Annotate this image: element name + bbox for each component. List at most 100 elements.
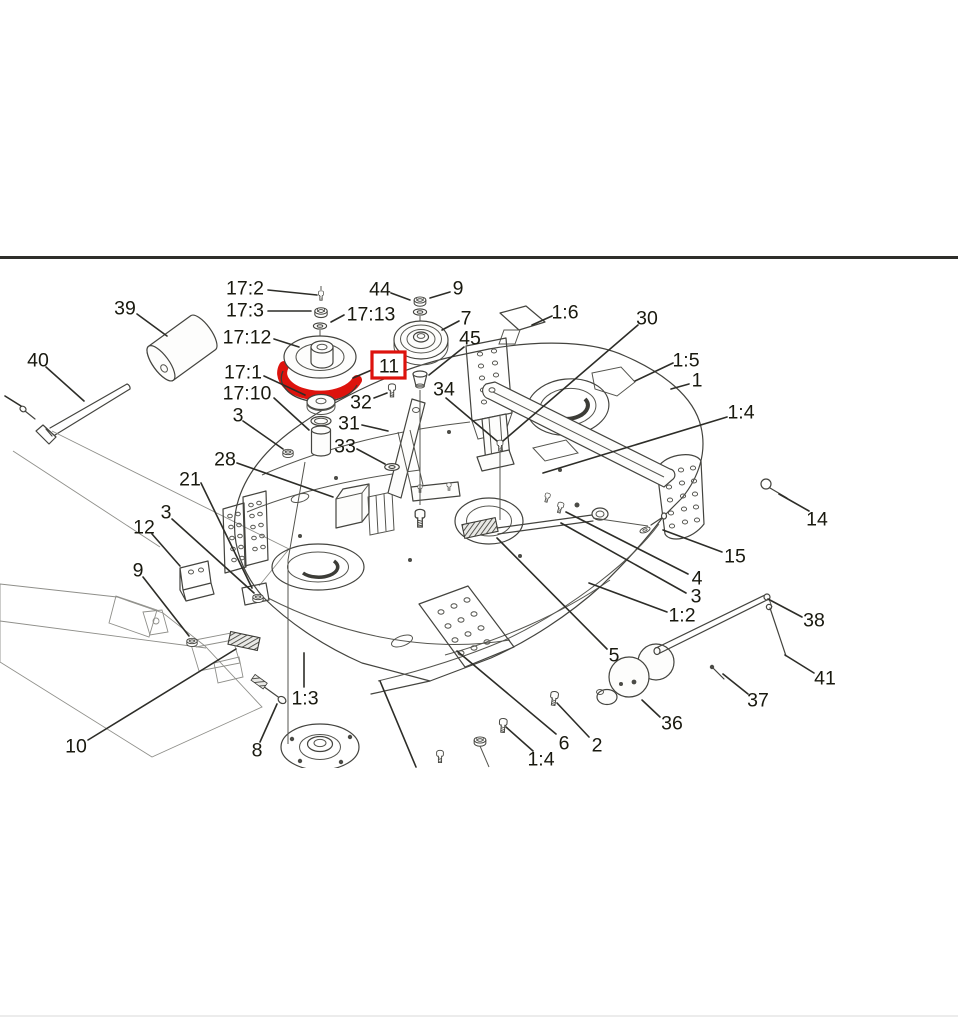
leader-line-32: [373, 392, 388, 399]
leader-line-7: [441, 320, 460, 331]
part-label-17-2: 17:2: [226, 278, 264, 300]
leader-line-17-10: [273, 397, 310, 431]
leader-line-17-2: [267, 289, 318, 296]
part-label-1-5: 1:5: [672, 350, 699, 372]
spindle-bracket-box: [335, 483, 395, 536]
leader-line-33: [356, 448, 386, 465]
leader-line-21: [200, 482, 253, 589]
part-label-1-4: 1:4: [727, 402, 754, 424]
part-label-17-12: 17:12: [223, 327, 272, 349]
part-label-17-13: 17:13: [347, 304, 396, 326]
part-label-1-2: 1:2: [668, 605, 695, 627]
leader-line-39: [136, 313, 168, 337]
discharge-deflector: [0, 583, 263, 758]
part-label-10: 10: [65, 736, 87, 758]
leader-line-1-2: [588, 582, 668, 613]
part-label-17-10: 17:10: [223, 383, 272, 405]
part-label-14: 14: [806, 509, 828, 531]
leader-line-4: [4, 395, 22, 407]
leader-line-12: [151, 533, 181, 567]
leader-line-17-13: [330, 314, 345, 323]
highlighted-belt-rim: [277, 361, 362, 401]
leader-line-15: [662, 529, 723, 553]
part-label-11[interactable]: 11: [379, 356, 399, 378]
clevis-pin: [709, 664, 725, 680]
part-label-6: 6: [559, 733, 570, 755]
part-label-36: 36: [661, 713, 683, 735]
part-label-45: 45: [459, 328, 481, 350]
part-label-17-3: 17:3: [226, 300, 264, 322]
idler-arm: [387, 398, 461, 528]
leader-line-3: [171, 518, 255, 594]
part-label-30: 30: [636, 308, 658, 330]
part-label-1-6: 1:6: [551, 302, 578, 324]
leader-line-44: [390, 292, 411, 301]
transport-bar: [482, 381, 676, 488]
part-label-4: 4: [0, 382, 1, 404]
leader-line-10: [87, 648, 237, 741]
part-label-34: 34: [433, 379, 455, 401]
leader-line-14: [778, 493, 810, 512]
leader-line-31: [361, 424, 389, 432]
part-label-28: 28: [214, 449, 236, 471]
part-label-3: 3: [161, 502, 172, 524]
gauge-wheels: [596, 643, 675, 706]
leader-line-34: [445, 397, 498, 442]
part-label-21: 21: [179, 469, 201, 491]
part-label-1-4: 1:4: [527, 749, 554, 771]
leader-line-3: [242, 420, 284, 450]
part-label-3: 3: [233, 405, 244, 427]
small-brackets: [179, 560, 270, 684]
leader-line-4: [565, 511, 689, 575]
leader-line-37: [722, 673, 749, 695]
perforated-plate-front: [418, 585, 515, 668]
highlighted-part-box[interactable]: [370, 350, 407, 380]
rod-part: [19, 383, 131, 445]
part-label-2: 2: [592, 735, 603, 757]
leader-line-1: [670, 383, 690, 390]
part-label-38: 38: [803, 610, 825, 632]
leader-line-3: [560, 522, 687, 594]
perforated-plate-left: [222, 490, 269, 574]
leader-line-9: [142, 576, 190, 637]
leader-line-17-1: [263, 375, 306, 396]
part-label-12: 12: [133, 517, 155, 539]
carriage-bolt: [250, 673, 287, 705]
perforated-plate-right: [656, 454, 705, 540]
part-label-32: 32: [350, 392, 372, 414]
leader-line-2: [556, 702, 590, 738]
pulley-stack-17: [277, 286, 362, 744]
leader-line-6: [456, 650, 557, 735]
leader-line-17-12: [273, 338, 300, 348]
part-label-41: 41: [814, 668, 836, 690]
deck-wing-outline: [12, 430, 290, 587]
s-hook: [760, 478, 788, 499]
leader-line-45: [428, 346, 465, 376]
part-label-33: 33: [334, 436, 356, 458]
leader-line-40: [45, 366, 85, 402]
roller-part: [146, 314, 218, 382]
spring-part: [227, 630, 261, 652]
height-rod: [653, 593, 773, 656]
leader-line-1-4: [505, 726, 534, 752]
part-label-4: 4: [692, 568, 703, 590]
part-label-31: 31: [338, 413, 360, 435]
leader-line-5: [496, 537, 608, 650]
part-label-1: 1: [692, 370, 703, 392]
hanger-bracket: [476, 413, 515, 520]
part-label-17-1: 17:1: [224, 362, 262, 384]
leader-line-9: [429, 291, 451, 299]
tension-assembly: [461, 492, 668, 540]
leader-line-28: [236, 462, 334, 498]
part-label-7: 7: [461, 308, 472, 330]
leader-line-30: [502, 324, 639, 442]
part-label-15: 15: [724, 546, 746, 568]
part-label-8: 8: [252, 740, 263, 762]
part-label-3: 3: [691, 586, 702, 608]
part-label-44: 44: [369, 279, 391, 301]
part-label-39: 39: [114, 298, 136, 320]
leader-line-1-4: [542, 416, 728, 474]
bottom-fasteners: [303, 652, 560, 768]
